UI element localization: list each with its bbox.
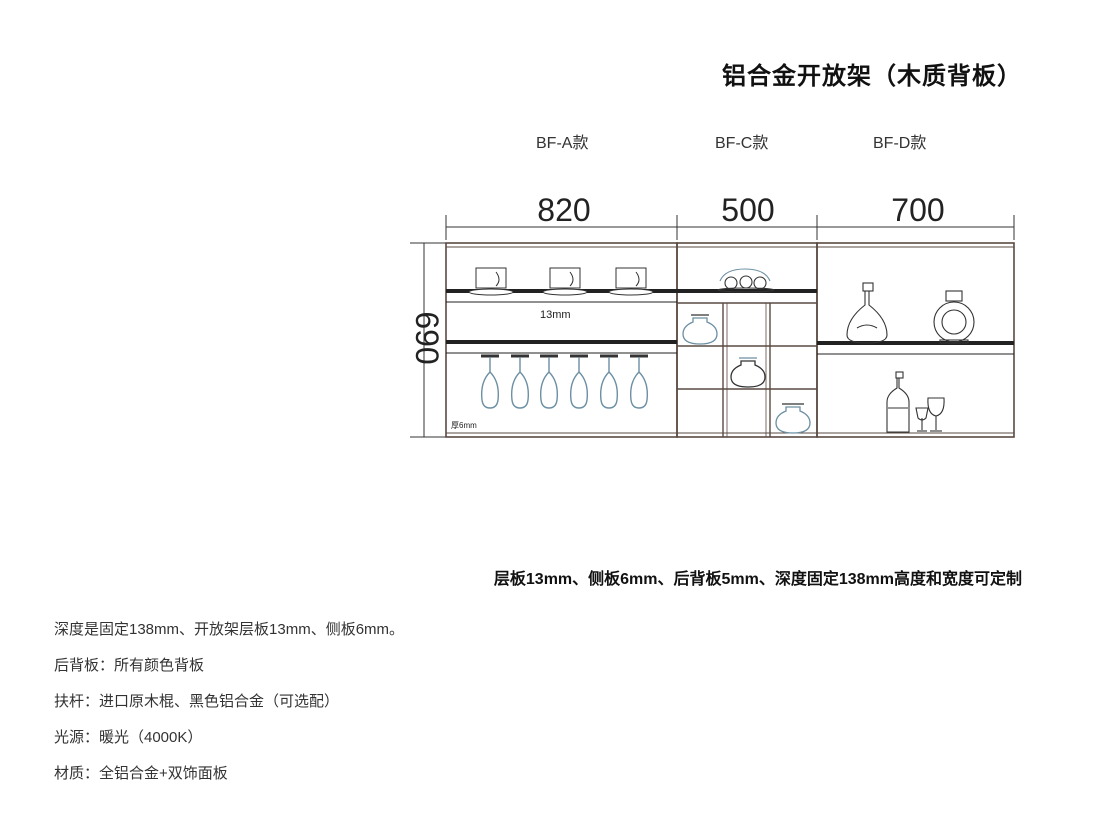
liquor-bottle-icon xyxy=(886,371,910,433)
wine-glass-icon xyxy=(480,354,500,409)
dimension-width-d: 700 xyxy=(891,192,944,228)
cup-group xyxy=(468,267,654,296)
wine-glass-icon xyxy=(510,354,530,409)
small-glass-icon xyxy=(915,407,929,432)
ornament-icon xyxy=(717,268,775,293)
note-light-source: 光源：暖光（4000K） xyxy=(54,729,203,746)
dimension-width-a: 820 xyxy=(537,192,590,228)
note-material: 材质：全铝合金+双饰面板 xyxy=(54,765,228,782)
dimension-height: 690 xyxy=(409,311,445,364)
wine-glass-icon xyxy=(539,354,559,409)
cup-icon xyxy=(608,267,654,296)
cup-icon xyxy=(468,267,514,296)
wine-glass-icon xyxy=(599,354,619,409)
model-label-bf-a: BF-A款 xyxy=(536,135,589,152)
shelf-boards xyxy=(446,289,1014,355)
wine-glass-rack xyxy=(480,354,649,409)
note-depth: 深度是固定138mm、开放架层板13mm、侧板6mm。 xyxy=(54,621,405,638)
goblet-icon xyxy=(927,397,945,432)
specification-summary: 层板13mm、侧板6mm、后背板5mm、深度固定138mm高度和宽度可定制 xyxy=(493,571,1022,588)
side-thickness-note: 厚6mm xyxy=(451,421,477,430)
jar-icon xyxy=(775,403,811,434)
top-dimension-lines xyxy=(445,215,1015,240)
cubby-grid xyxy=(677,302,817,437)
shelf-thickness-note: 13mm xyxy=(540,309,571,321)
dimension-width-c: 500 xyxy=(721,192,774,228)
note-handrail: 扶杆：进口原木棍、黑色铝合金（可选配） xyxy=(54,693,340,710)
model-label-bf-c: BF-C款 xyxy=(715,135,769,152)
decanter-bottle-icon xyxy=(846,282,888,344)
wine-glass-icon xyxy=(629,354,649,409)
model-label-bf-d: BF-D款 xyxy=(873,135,927,152)
jar-icon xyxy=(730,357,766,388)
round-bottle-icon xyxy=(933,290,975,344)
cup-icon xyxy=(542,267,588,296)
wine-glass-icon xyxy=(569,354,589,409)
page-title: 铝合金开放架（木质背板） xyxy=(722,63,1022,90)
jar-icon xyxy=(682,314,718,345)
note-back-panel: 后背板：所有颜色背板 xyxy=(54,657,205,674)
side-dimension-lines xyxy=(410,242,446,438)
notes-list: 深度是固定138mm、开放架层板13mm、侧板6mm。 后背板：所有颜色背板 扶… xyxy=(54,612,404,792)
